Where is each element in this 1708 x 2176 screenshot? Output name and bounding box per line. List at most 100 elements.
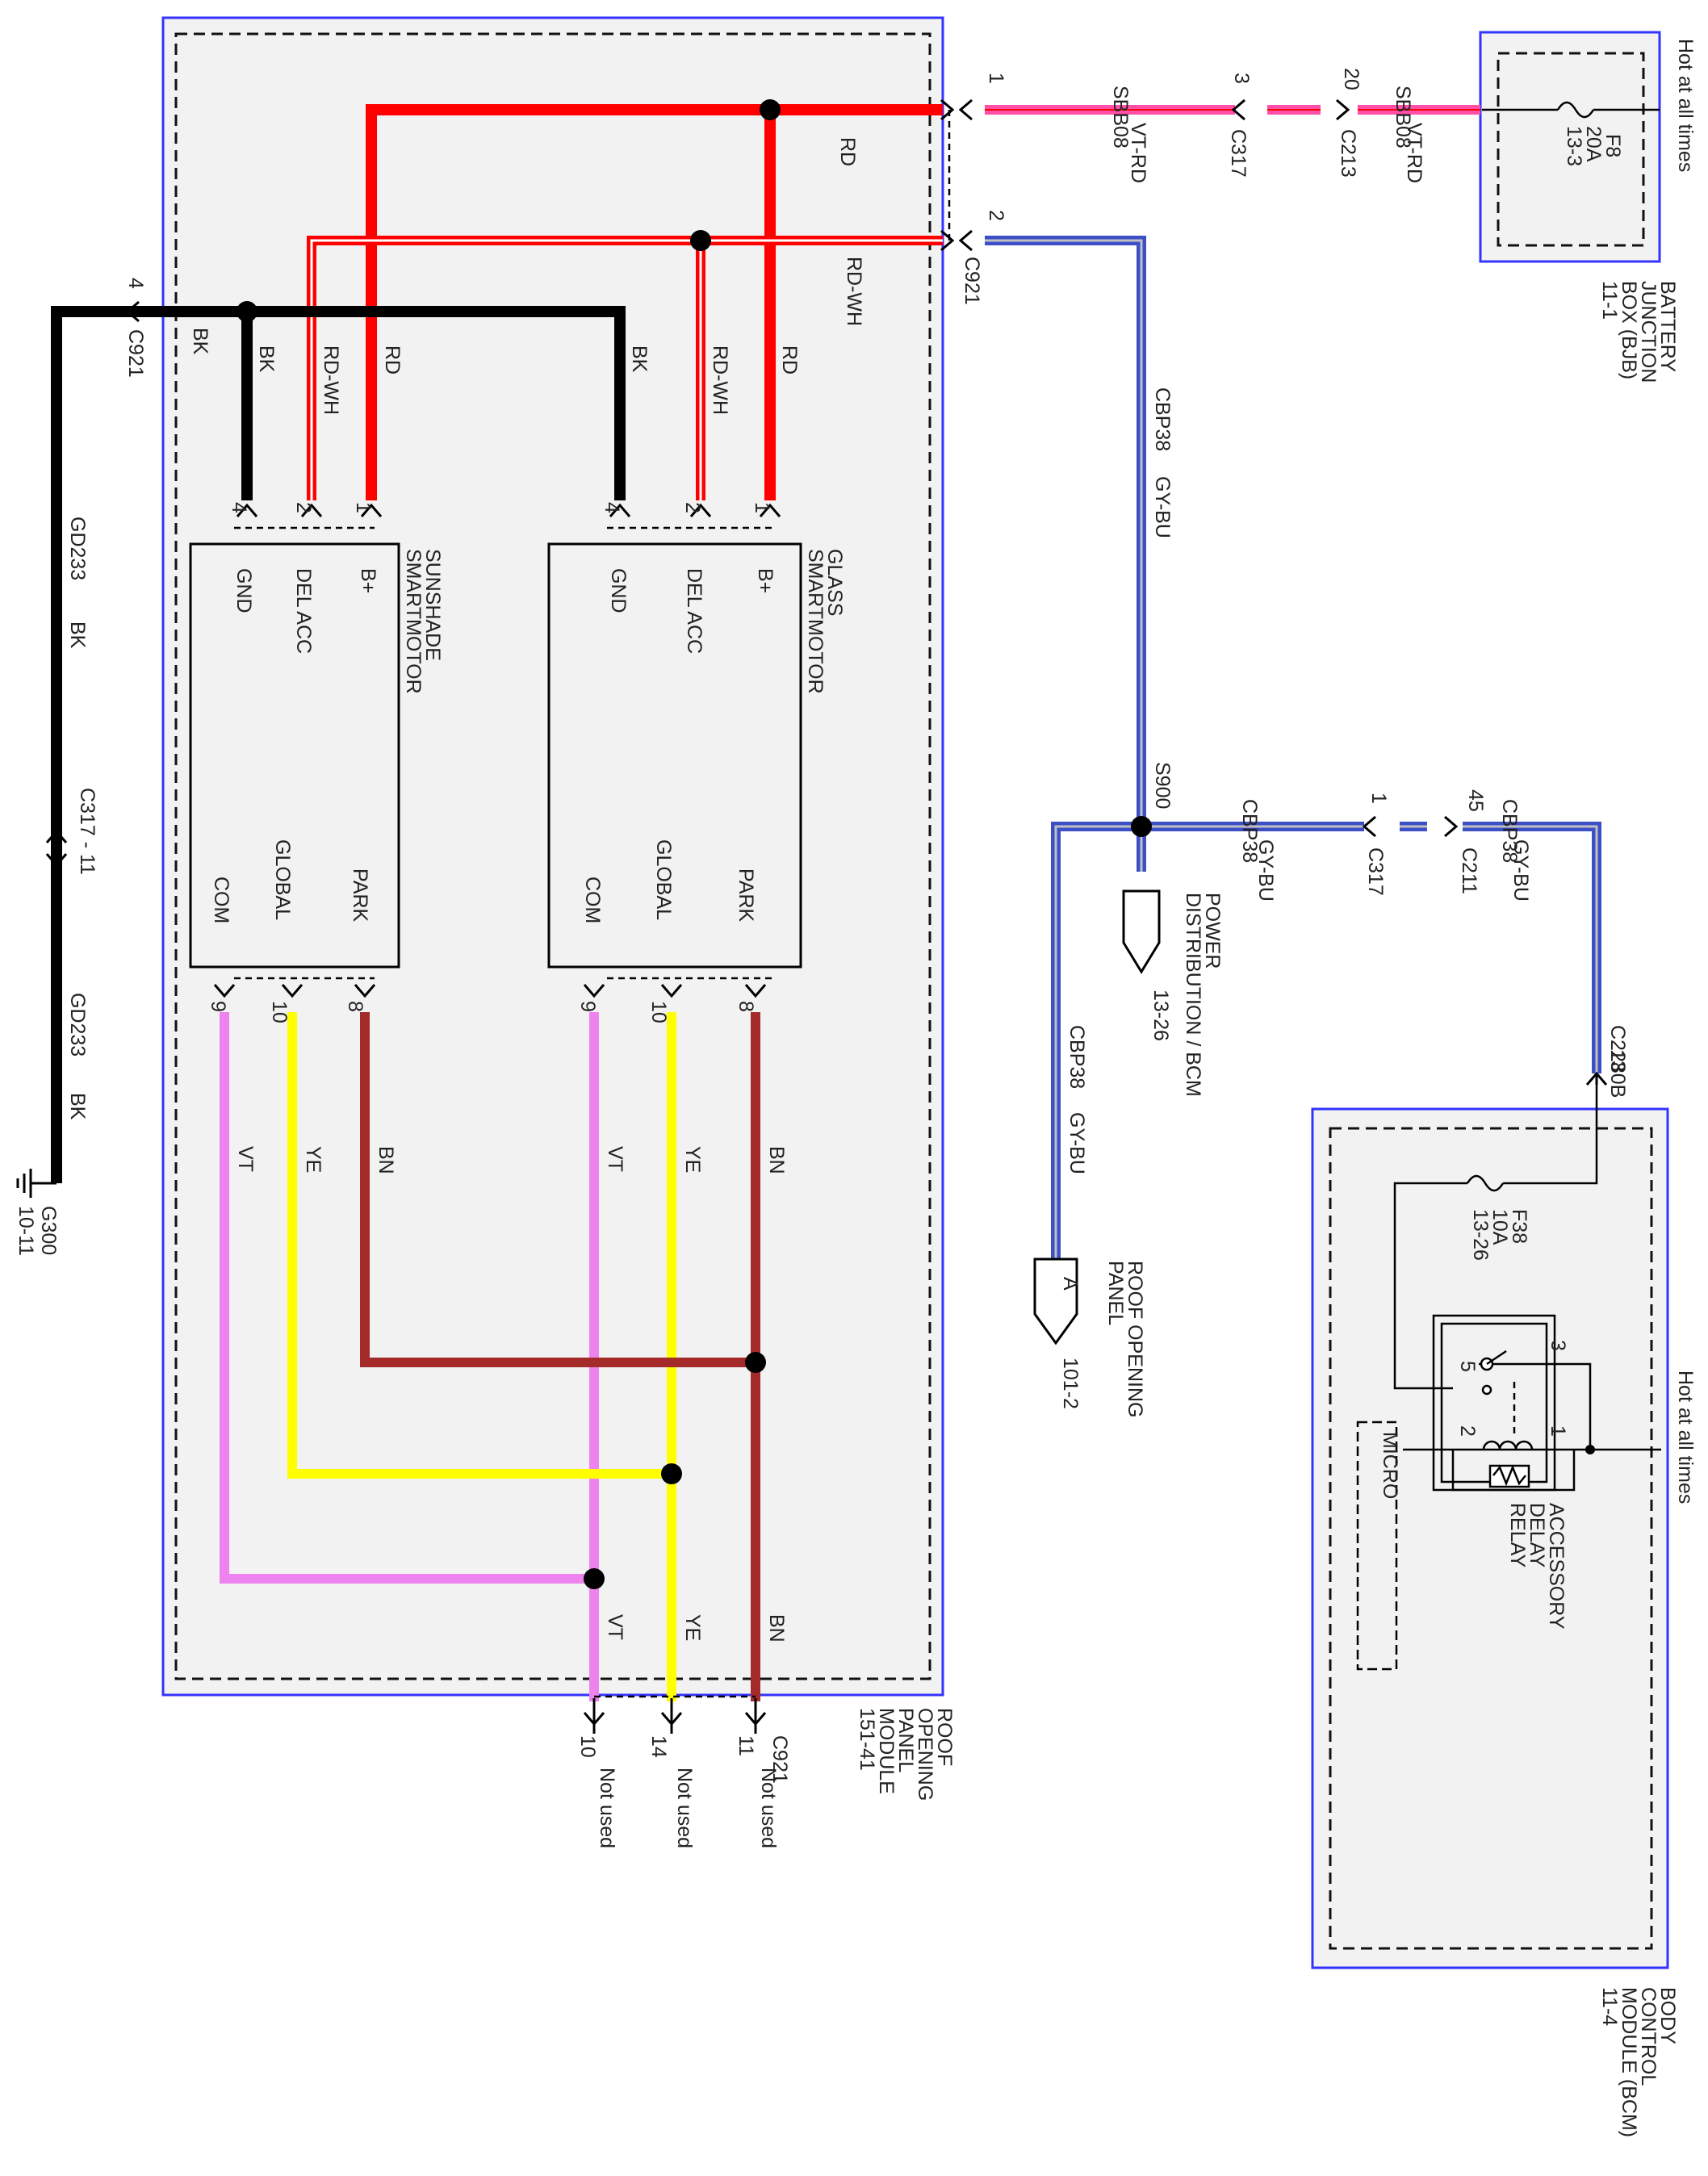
label-rd-wh-top: RD-WH <box>843 257 865 326</box>
label-ye-1: YE <box>302 1146 324 1173</box>
pin-glass-8: 8 <box>735 1001 757 1012</box>
connector-stubs <box>592 1073 1598 1734</box>
label-bk-left: BK <box>189 328 211 355</box>
pin-top-20: 20 <box>1340 68 1363 90</box>
sunshade-b-plus: B+ <box>357 568 379 593</box>
wire-rd-wh <box>307 236 943 500</box>
ropm-line-4: MODULE <box>875 1708 898 1794</box>
label-cbp38-roof: CBP38 <box>1065 1025 1088 1089</box>
label-gd233-1: GD233 <box>66 517 89 580</box>
sunshade-com: COM <box>210 877 232 923</box>
label-cbp38-h1: CBP38 <box>1238 799 1261 863</box>
pin-out-11: 11 <box>735 1735 757 1756</box>
sunshade-del-acc: DEL ACC <box>292 568 315 654</box>
label-ye-2: YE <box>681 1146 704 1173</box>
label-c317-mid: C317 <box>1364 847 1387 896</box>
ropm-line-3: PANEL <box>894 1708 917 1772</box>
wire-bk <box>51 306 626 1183</box>
body-control-module-box <box>1311 1107 1669 1969</box>
sunshade-title-2: SMARTMOTOR <box>402 549 425 694</box>
wire-ye <box>287 1012 676 1701</box>
bjb-line-2: JUNCTION <box>1637 281 1660 383</box>
label-bk-2: BK <box>628 345 651 373</box>
bcm-line-1: BODY <box>1656 1987 1679 2044</box>
not-used-10: Not used <box>596 1768 618 1848</box>
label-c317-top: C317 <box>1227 129 1250 178</box>
bjb-fuse-1: F8 <box>1601 134 1624 157</box>
sunshade-global: GLOBAL <box>271 839 294 920</box>
bcm-line-3: MODULE (BCM) <box>1618 1987 1640 2137</box>
label-c921-top: C921 <box>961 257 983 305</box>
pin-sunshade-4: 4 <box>228 502 250 513</box>
roof-panel-line-3: 101-2 <box>1059 1358 1082 1409</box>
label-g300-ref: 10-11 <box>15 1206 37 1256</box>
glass-com: COM <box>581 877 604 923</box>
pin-glass-4: 4 <box>601 502 623 513</box>
power-dist-line-3: 13-26 <box>1149 990 1172 1041</box>
pin-sunshade-8: 8 <box>344 1001 366 1012</box>
bcm-fuse-2: 10A <box>1488 1209 1511 1245</box>
bcm-line-4: 11-4 <box>1598 1987 1621 2026</box>
label-gy-bu-roof: GY-BU <box>1065 1112 1088 1174</box>
label-vt-1: VT <box>234 1146 257 1172</box>
label-sbb08-2: SBB08 <box>1392 86 1414 149</box>
relay-pin-2: 2 <box>1456 1425 1479 1437</box>
wire-cbp38 <box>985 236 1601 1259</box>
bcm-micro: MICRO <box>1379 1432 1401 1499</box>
relay-line-1: ACCESSORY <box>1545 1503 1568 1630</box>
sunshade-park: PARK <box>349 868 371 923</box>
label-bn-1: BN <box>375 1146 397 1174</box>
label-gy-bu-vert: GY-BU <box>1151 476 1174 538</box>
accessory-delay-relay-symbol <box>1432 1314 1576 1492</box>
label-gy-bu-h1: GY-BU <box>1254 839 1277 902</box>
pin-c211-45: 45 <box>1464 789 1487 812</box>
sunshade-title-1: SUNSHADE <box>421 549 444 661</box>
not-used-14: Not used <box>673 1768 696 1848</box>
pin-sunshade-2: 2 <box>292 502 315 513</box>
glass-park: PARK <box>735 868 757 923</box>
not-used-11: Not used <box>757 1768 780 1848</box>
relay-line-3: RELAY <box>1506 1503 1529 1567</box>
relay-pin-1: 1 <box>1547 1425 1569 1437</box>
label-bk-1: BK <box>255 345 278 373</box>
pin-sunshade-9: 9 <box>207 1001 229 1012</box>
label-vt-rd-2: VT-RD <box>1403 123 1425 183</box>
bcm-line-2: CONTROL <box>1637 1987 1660 2086</box>
glass-title-1: GLASS <box>823 549 846 616</box>
bjb-line-4: 11-1 <box>1598 281 1621 320</box>
pin-top-1: 1 <box>985 73 1007 84</box>
glass-b-plus: B+ <box>754 568 777 593</box>
label-rd-1: RD <box>381 345 404 375</box>
label-vt-2: VT <box>604 1146 626 1172</box>
thin-wires <box>1393 101 1661 1451</box>
bjb-fuse-3: 13-3 <box>1563 126 1585 166</box>
label-vt-3: VT <box>604 1614 626 1640</box>
pin-out-14: 14 <box>647 1735 670 1758</box>
pin-c317-1: 1 <box>1367 793 1390 804</box>
glass-del-acc: DEL ACC <box>683 568 705 654</box>
label-ye-3: YE <box>681 1614 704 1641</box>
micro-box <box>1356 1421 1398 1671</box>
label-c211: C211 <box>1458 847 1480 894</box>
ropm-line-5: 151-41 <box>856 1708 878 1771</box>
glass-smartmotor-box <box>547 542 802 969</box>
dashed-links <box>234 110 1516 1698</box>
rotated-labels: RD RD-WH BK BK RD-WH RD BK RD-WH RD SBB0… <box>15 39 1697 2137</box>
sunshade-gnd: GND <box>232 568 255 613</box>
pin-out-10: 10 <box>576 1735 599 1758</box>
pin-top-3: 3 <box>1230 73 1253 84</box>
roof-panel-pin-a: A <box>1059 1277 1082 1291</box>
ropm-line-2: OPENING <box>914 1708 936 1801</box>
label-bn-3: BN <box>765 1614 788 1642</box>
label-c921-left: C921 <box>124 329 147 378</box>
pin-top-2: 2 <box>985 210 1007 221</box>
pin-c2280b-13: 13 <box>1606 1049 1629 1072</box>
label-bk-gd2: BK <box>66 1093 89 1120</box>
label-gy-bu-h2: GY-BU <box>1509 839 1532 902</box>
roof-panel-line-2: PANEL <box>1104 1261 1127 1325</box>
label-bn-2: BN <box>765 1146 788 1174</box>
bcm-fuse-3: 13-26 <box>1469 1209 1492 1261</box>
connector-arrows <box>45 98 1608 1726</box>
power-dist-line-1: POWER <box>1201 893 1224 969</box>
label-gd233-2: GD233 <box>66 993 89 1057</box>
